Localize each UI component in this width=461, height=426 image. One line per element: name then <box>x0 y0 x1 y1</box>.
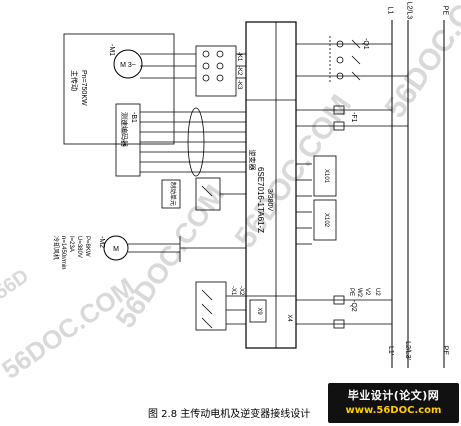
inverter-rating: 3/380V <box>266 189 273 212</box>
watermark-text-5: 56D <box>0 265 33 304</box>
badge-title: 毕业设计(论文)网 <box>347 389 440 402</box>
motor-top-spec-1: Pn=750KW <box>80 70 87 106</box>
motor-bottom-symbol <box>103 235 129 261</box>
motor-top-spec-2: 主传动 <box>70 70 79 91</box>
contactor-label-1: -X1 <box>230 286 236 296</box>
relay-label-2: -K2 <box>236 66 242 76</box>
inverter-model: 6SE7016-1TA61-Z <box>256 167 265 233</box>
site-badge[interactable]: 毕业设计(论文)网 www.56DOC.com <box>328 383 459 423</box>
motor-top-symbol-text: M 3~ <box>120 62 136 69</box>
bottom-tag-2: X4 <box>286 314 292 322</box>
motor-top-frame <box>63 33 175 145</box>
motor-top-tag: -M1 <box>108 44 115 56</box>
bus-label-l2: L2/L3 <box>405 2 412 20</box>
encoder-tag: -B1 <box>130 112 137 123</box>
fuse-group <box>333 105 345 329</box>
fuse-bottom-label: -F1 <box>350 112 357 123</box>
side-box-1-label: X101 <box>323 169 329 184</box>
fan-wires <box>128 236 246 262</box>
encoder-label: 测速编码器 <box>120 112 129 147</box>
terminal-block <box>195 45 237 97</box>
motor-top-symbol <box>113 49 143 79</box>
terminal-label-v: V2 <box>364 288 370 296</box>
side-box-2-label: X102 <box>323 213 329 228</box>
shield-ellipse <box>187 107 205 177</box>
motor-bottom-symbol-text: M <box>113 246 119 253</box>
relay-label-3: -K3 <box>236 80 242 90</box>
inverter-side-label: 逆变器 <box>248 150 257 171</box>
breaker-bottom-label: -Q2 <box>350 300 357 312</box>
breaker-top <box>329 36 361 84</box>
side-box-2 <box>313 199 337 241</box>
bus-label-l1: L1 <box>386 7 393 15</box>
motor-bottom-spec-1: P=8KW <box>84 236 90 257</box>
bottom-contactor-block <box>195 281 227 331</box>
motor-bottom-spec-4: n=1450r/min <box>60 236 66 270</box>
encoder-wires <box>140 111 246 173</box>
watermark-text-3: 56DOC.COM <box>379 0 461 124</box>
bus-label-bottom-pe: PE <box>441 346 448 356</box>
inverter-bottom-terminal <box>249 299 267 323</box>
brake-unit-label: 制动单元 <box>169 182 177 206</box>
inverter-box <box>245 21 297 349</box>
bus-label-bottom-l1: L1' <box>387 346 394 355</box>
bottom-contactor-symbols <box>201 289 246 329</box>
terminal-label-pe: PE <box>348 288 354 296</box>
terminal-label-w: W2 <box>356 288 362 298</box>
breaker-top-label: -Q1 <box>362 38 369 50</box>
motor-bottom-spec-3: I=23A <box>68 236 74 252</box>
side-box-1 <box>313 155 337 197</box>
motor-bottom-spec-2: U=380V <box>76 236 82 258</box>
supply-bus <box>391 20 445 368</box>
brake-unit-box <box>161 179 181 209</box>
terminal-label-u: U2 <box>374 288 380 296</box>
figure-caption: 图 2.8 主传动电机及逆变器接线设计 <box>148 409 311 420</box>
bus-label-pe: PE <box>441 6 448 16</box>
motor-bottom-spec-5: 冷却风机 <box>52 236 60 260</box>
bus-label-bottom-l2: L2/L3' <box>404 341 411 360</box>
motor-bottom-tag: -M2 <box>98 236 105 248</box>
badge-url: www.56DOC.com <box>345 405 442 416</box>
encoder-box <box>115 103 141 177</box>
motor-bottom-specs: P=8KW U=380V I=23A n=1450r/min 冷却风机 <box>52 236 90 270</box>
bottom-tag-1: X9 <box>256 307 262 315</box>
relay-label-1: -K1 <box>236 52 242 62</box>
motor-wires <box>140 53 246 79</box>
terminal-block-circles <box>202 50 224 82</box>
contactor-label-2: -X2 <box>238 286 244 296</box>
